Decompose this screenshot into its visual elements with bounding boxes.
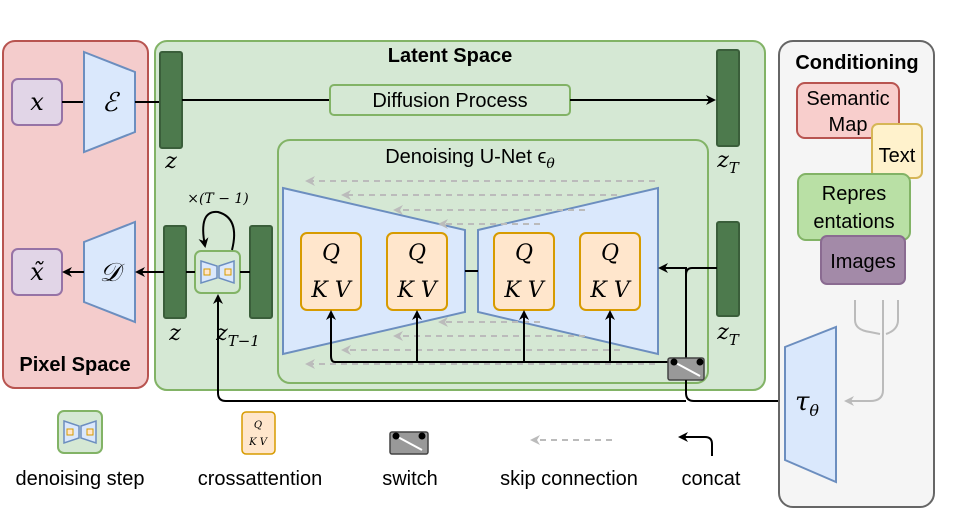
crossattention-block-1: Q K V (300, 232, 362, 311)
svg-text:K V: K V (248, 437, 269, 448)
legend-denoising-step-icon (57, 410, 103, 454)
z-T-bar-top (716, 49, 740, 147)
conditioning-to-step-arrow (213, 294, 686, 402)
legend-switch-icon (389, 431, 429, 455)
repeat-loop-arrow (198, 210, 236, 251)
semantic-map-label-1: Semantic (806, 88, 889, 110)
conditioning-merge-lines (844, 300, 899, 406)
qkv-2-kv: K V (396, 278, 438, 303)
qkv-3-q: Q (515, 241, 533, 266)
crossattention-block-3: Q K V (493, 232, 555, 311)
conditioning-feed-lines (326, 310, 680, 363)
encoder-trapezoid (83, 50, 136, 154)
representations-label-1: Repres (822, 183, 886, 205)
svg-text:Q: Q (254, 420, 262, 431)
z-bar-bottom (163, 225, 187, 319)
text-label: Text (879, 145, 916, 167)
tau-encoder-trapezoid (784, 325, 837, 484)
semantic-map-label-2: Map (829, 114, 868, 136)
legend-switch-label: switch (382, 468, 438, 490)
qkv-1-q: Q (322, 241, 340, 266)
encoder-label: ℰ (102, 88, 120, 118)
output-x-tilde-label: x̃ (30, 258, 44, 286)
qkv-2-q: Q (408, 241, 426, 266)
conditioning-title: Conditioning (795, 52, 918, 74)
denoising-step-icon (194, 250, 241, 294)
semantic-map-box (796, 82, 900, 139)
legend-crossattention-label: crossattention (198, 468, 323, 490)
skip-connections (305, 176, 655, 369)
pixel-space-title: Pixel Space (19, 354, 130, 376)
switch-main (667, 357, 705, 381)
z-top-label: z (164, 149, 177, 174)
legend-concat-label: concat (682, 468, 741, 490)
latent-space-title: Latent Space (388, 45, 512, 67)
tau-to-switch-line (685, 380, 785, 402)
crossattention-block-2: Q K V (386, 232, 448, 311)
z-T-top-label: zT (716, 148, 740, 177)
qkv-4-kv: K V (589, 278, 631, 303)
repeat-label: ×(T − 1) (187, 191, 249, 207)
diffusion-process-label: Diffusion Process (372, 90, 527, 112)
images-label: Images (830, 251, 896, 273)
legend-skip-connection-label: skip connection (500, 468, 638, 490)
qkv-3-kv: K V (503, 278, 545, 303)
crossattention-block-4: Q K V (579, 232, 641, 311)
qkv-1-kv: K V (310, 278, 352, 303)
z-bar-top (159, 51, 183, 149)
z-T-bottom-label: zT (716, 320, 740, 349)
representations-label-2: entations (813, 211, 894, 233)
images-box (820, 235, 906, 285)
z-bottom-label: z (168, 321, 181, 346)
tau-label: τθ (795, 387, 819, 420)
z-T-minus-1-bar (249, 225, 273, 319)
qkv-4-q: Q (601, 241, 619, 266)
legend-concat-icon (678, 432, 713, 456)
z-T-bar-bottom (716, 221, 740, 317)
unet-title: Denoising U-Net ϵθ (385, 146, 555, 172)
decoder-trapezoid (83, 220, 136, 324)
legend-crossattention-icon: Q K V (241, 411, 276, 455)
input-x-label: x (30, 88, 44, 116)
legend-denoising-step-label: denoising step (16, 468, 145, 490)
